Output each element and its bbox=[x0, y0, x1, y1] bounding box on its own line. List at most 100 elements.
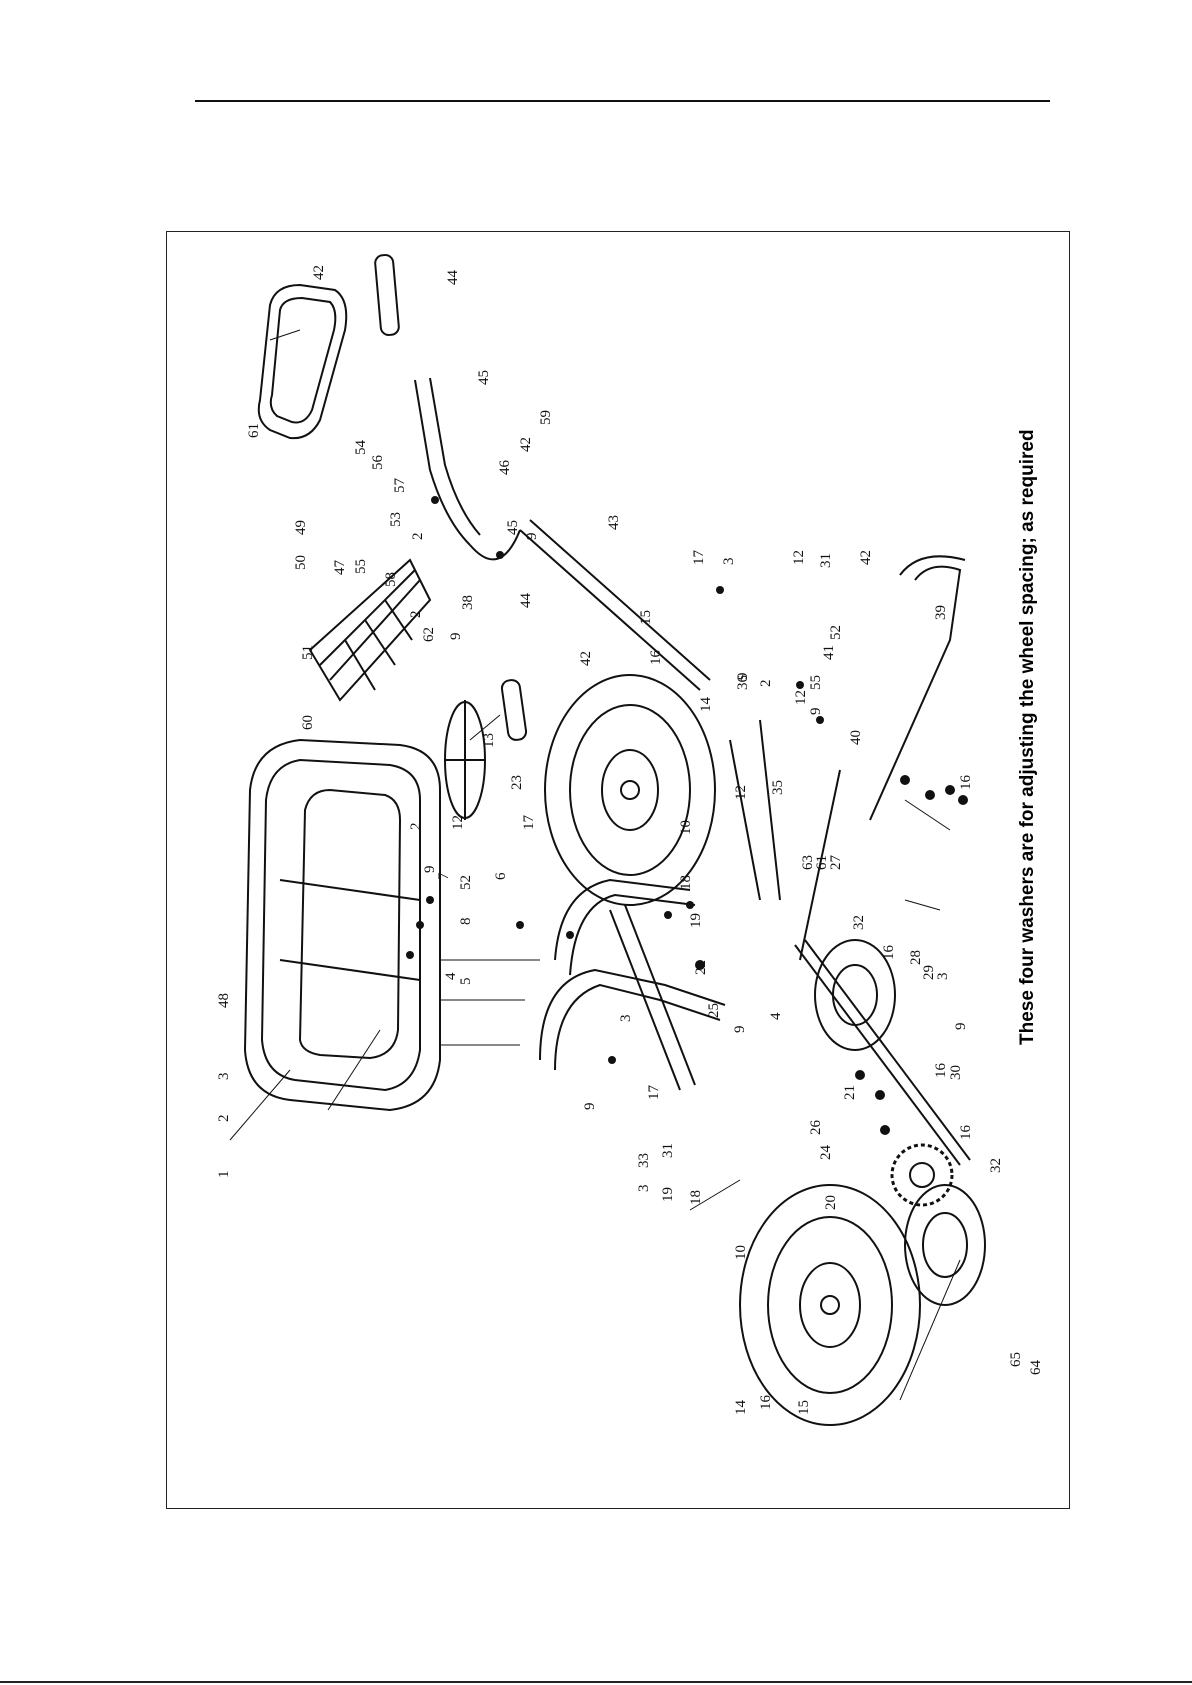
callout: 45 bbox=[476, 370, 492, 385]
callout: 62 bbox=[421, 627, 437, 642]
callout: 30 bbox=[948, 1065, 964, 1080]
callout: 25 bbox=[706, 1003, 722, 1018]
callout: 26 bbox=[808, 1120, 824, 1136]
callout: 46 bbox=[497, 460, 513, 476]
callout: 2 bbox=[410, 533, 426, 541]
callout: 47 bbox=[332, 560, 348, 576]
callout: 43 bbox=[606, 515, 622, 530]
callout: 42 bbox=[518, 437, 534, 452]
handle-assembly bbox=[374, 254, 966, 961]
gear-part bbox=[890, 1143, 954, 1207]
callout: 16 bbox=[958, 775, 974, 791]
callout: 41 bbox=[821, 645, 837, 660]
callout: 9 bbox=[448, 633, 464, 641]
callout: 64 bbox=[1028, 1360, 1044, 1376]
callout: 39 bbox=[933, 605, 949, 620]
callout: 44 bbox=[518, 593, 534, 609]
callout: 21 bbox=[842, 1085, 858, 1100]
callout: 35 bbox=[770, 780, 786, 795]
gearbox-covers bbox=[814, 939, 986, 1306]
callout: 63 bbox=[800, 855, 816, 870]
callout: 4 bbox=[443, 972, 459, 980]
callout: 10 bbox=[733, 1245, 749, 1260]
callout: 12 bbox=[733, 785, 749, 800]
callout: 24 bbox=[818, 1145, 834, 1161]
part-outlines bbox=[229, 254, 986, 1426]
callout: 27 bbox=[828, 855, 844, 871]
callout: 55 bbox=[808, 675, 824, 690]
callout: 42 bbox=[858, 550, 874, 565]
callout: 38 bbox=[460, 595, 476, 610]
callout: 49 bbox=[293, 520, 309, 535]
callout: 22 bbox=[693, 960, 709, 975]
callout: 2 bbox=[408, 823, 424, 831]
callout: 58 bbox=[383, 572, 399, 587]
callout: 12 bbox=[450, 815, 466, 830]
callout: 3 bbox=[721, 558, 737, 566]
wheel-lower bbox=[739, 1184, 921, 1426]
callout: 53 bbox=[388, 512, 404, 527]
hopper-part bbox=[243, 738, 441, 1112]
callout: 3 bbox=[216, 1073, 232, 1081]
callout: 50 bbox=[293, 555, 309, 570]
callout: 9 bbox=[953, 1023, 969, 1031]
callout: 16 bbox=[958, 1125, 974, 1141]
callout: 7 bbox=[436, 872, 452, 880]
callout: 44 bbox=[445, 270, 461, 286]
callout: 31 bbox=[660, 1143, 676, 1158]
wheel-upper bbox=[544, 674, 716, 906]
callout: 8 bbox=[458, 918, 474, 926]
callout: 28 bbox=[908, 950, 924, 965]
callout: 17 bbox=[691, 550, 707, 566]
callout: 18 bbox=[688, 1190, 704, 1205]
callout: 61 bbox=[814, 855, 830, 870]
fastener-dots bbox=[406, 496, 968, 1135]
callout: 61 bbox=[246, 423, 262, 438]
callout: 55 bbox=[353, 559, 369, 574]
callout: 54 bbox=[353, 440, 369, 456]
callout: 9 bbox=[735, 673, 751, 681]
callout: 2 bbox=[408, 611, 424, 619]
callout: 1 bbox=[216, 1171, 232, 1179]
callout: 15 bbox=[796, 1400, 812, 1415]
callout: 9 bbox=[732, 1026, 748, 1034]
callout: 45 bbox=[505, 520, 521, 535]
callout: 20 bbox=[823, 1195, 839, 1210]
header-rule bbox=[195, 100, 1050, 102]
callout: 40 bbox=[848, 730, 864, 745]
callout: 2 bbox=[216, 1115, 232, 1123]
callout: 14 bbox=[698, 697, 714, 713]
callout: 31 bbox=[818, 553, 834, 568]
callout: 32 bbox=[851, 915, 867, 930]
callout: 42 bbox=[311, 265, 327, 280]
callout: 29 bbox=[921, 965, 937, 980]
callout: 12 bbox=[793, 690, 809, 705]
callout: 17 bbox=[646, 1085, 662, 1101]
callout: 17 bbox=[521, 815, 537, 831]
callout: 3 bbox=[935, 973, 951, 981]
callout: 56 bbox=[370, 455, 386, 471]
callout: 3 bbox=[636, 1185, 652, 1193]
callout: 19 bbox=[688, 913, 704, 928]
callout: 5 bbox=[458, 978, 474, 986]
footer-rule bbox=[0, 1681, 1192, 1683]
callout: 16 bbox=[933, 1063, 949, 1079]
callout: 10 bbox=[678, 820, 694, 835]
callout: 32 bbox=[988, 1158, 1004, 1173]
callout: 9 bbox=[524, 533, 540, 541]
callout: 18 bbox=[678, 875, 694, 890]
callout: 4 bbox=[768, 1012, 784, 1020]
callout: 52 bbox=[828, 625, 844, 640]
wheel-spacing-note: These four washers are for adjusting the… bbox=[1017, 429, 1038, 1045]
callout: 36 bbox=[735, 675, 751, 691]
callout: 9 bbox=[582, 1103, 598, 1111]
callout: 19 bbox=[660, 1187, 676, 1202]
callout: 9 bbox=[808, 708, 824, 716]
callout: 59 bbox=[538, 410, 554, 425]
callout: 51 bbox=[300, 645, 316, 660]
callout: 13 bbox=[481, 733, 497, 748]
callout: 12 bbox=[791, 550, 807, 565]
diagram-frame bbox=[166, 231, 1070, 1509]
axle bbox=[794, 939, 971, 1166]
callout: 16 bbox=[648, 650, 664, 666]
